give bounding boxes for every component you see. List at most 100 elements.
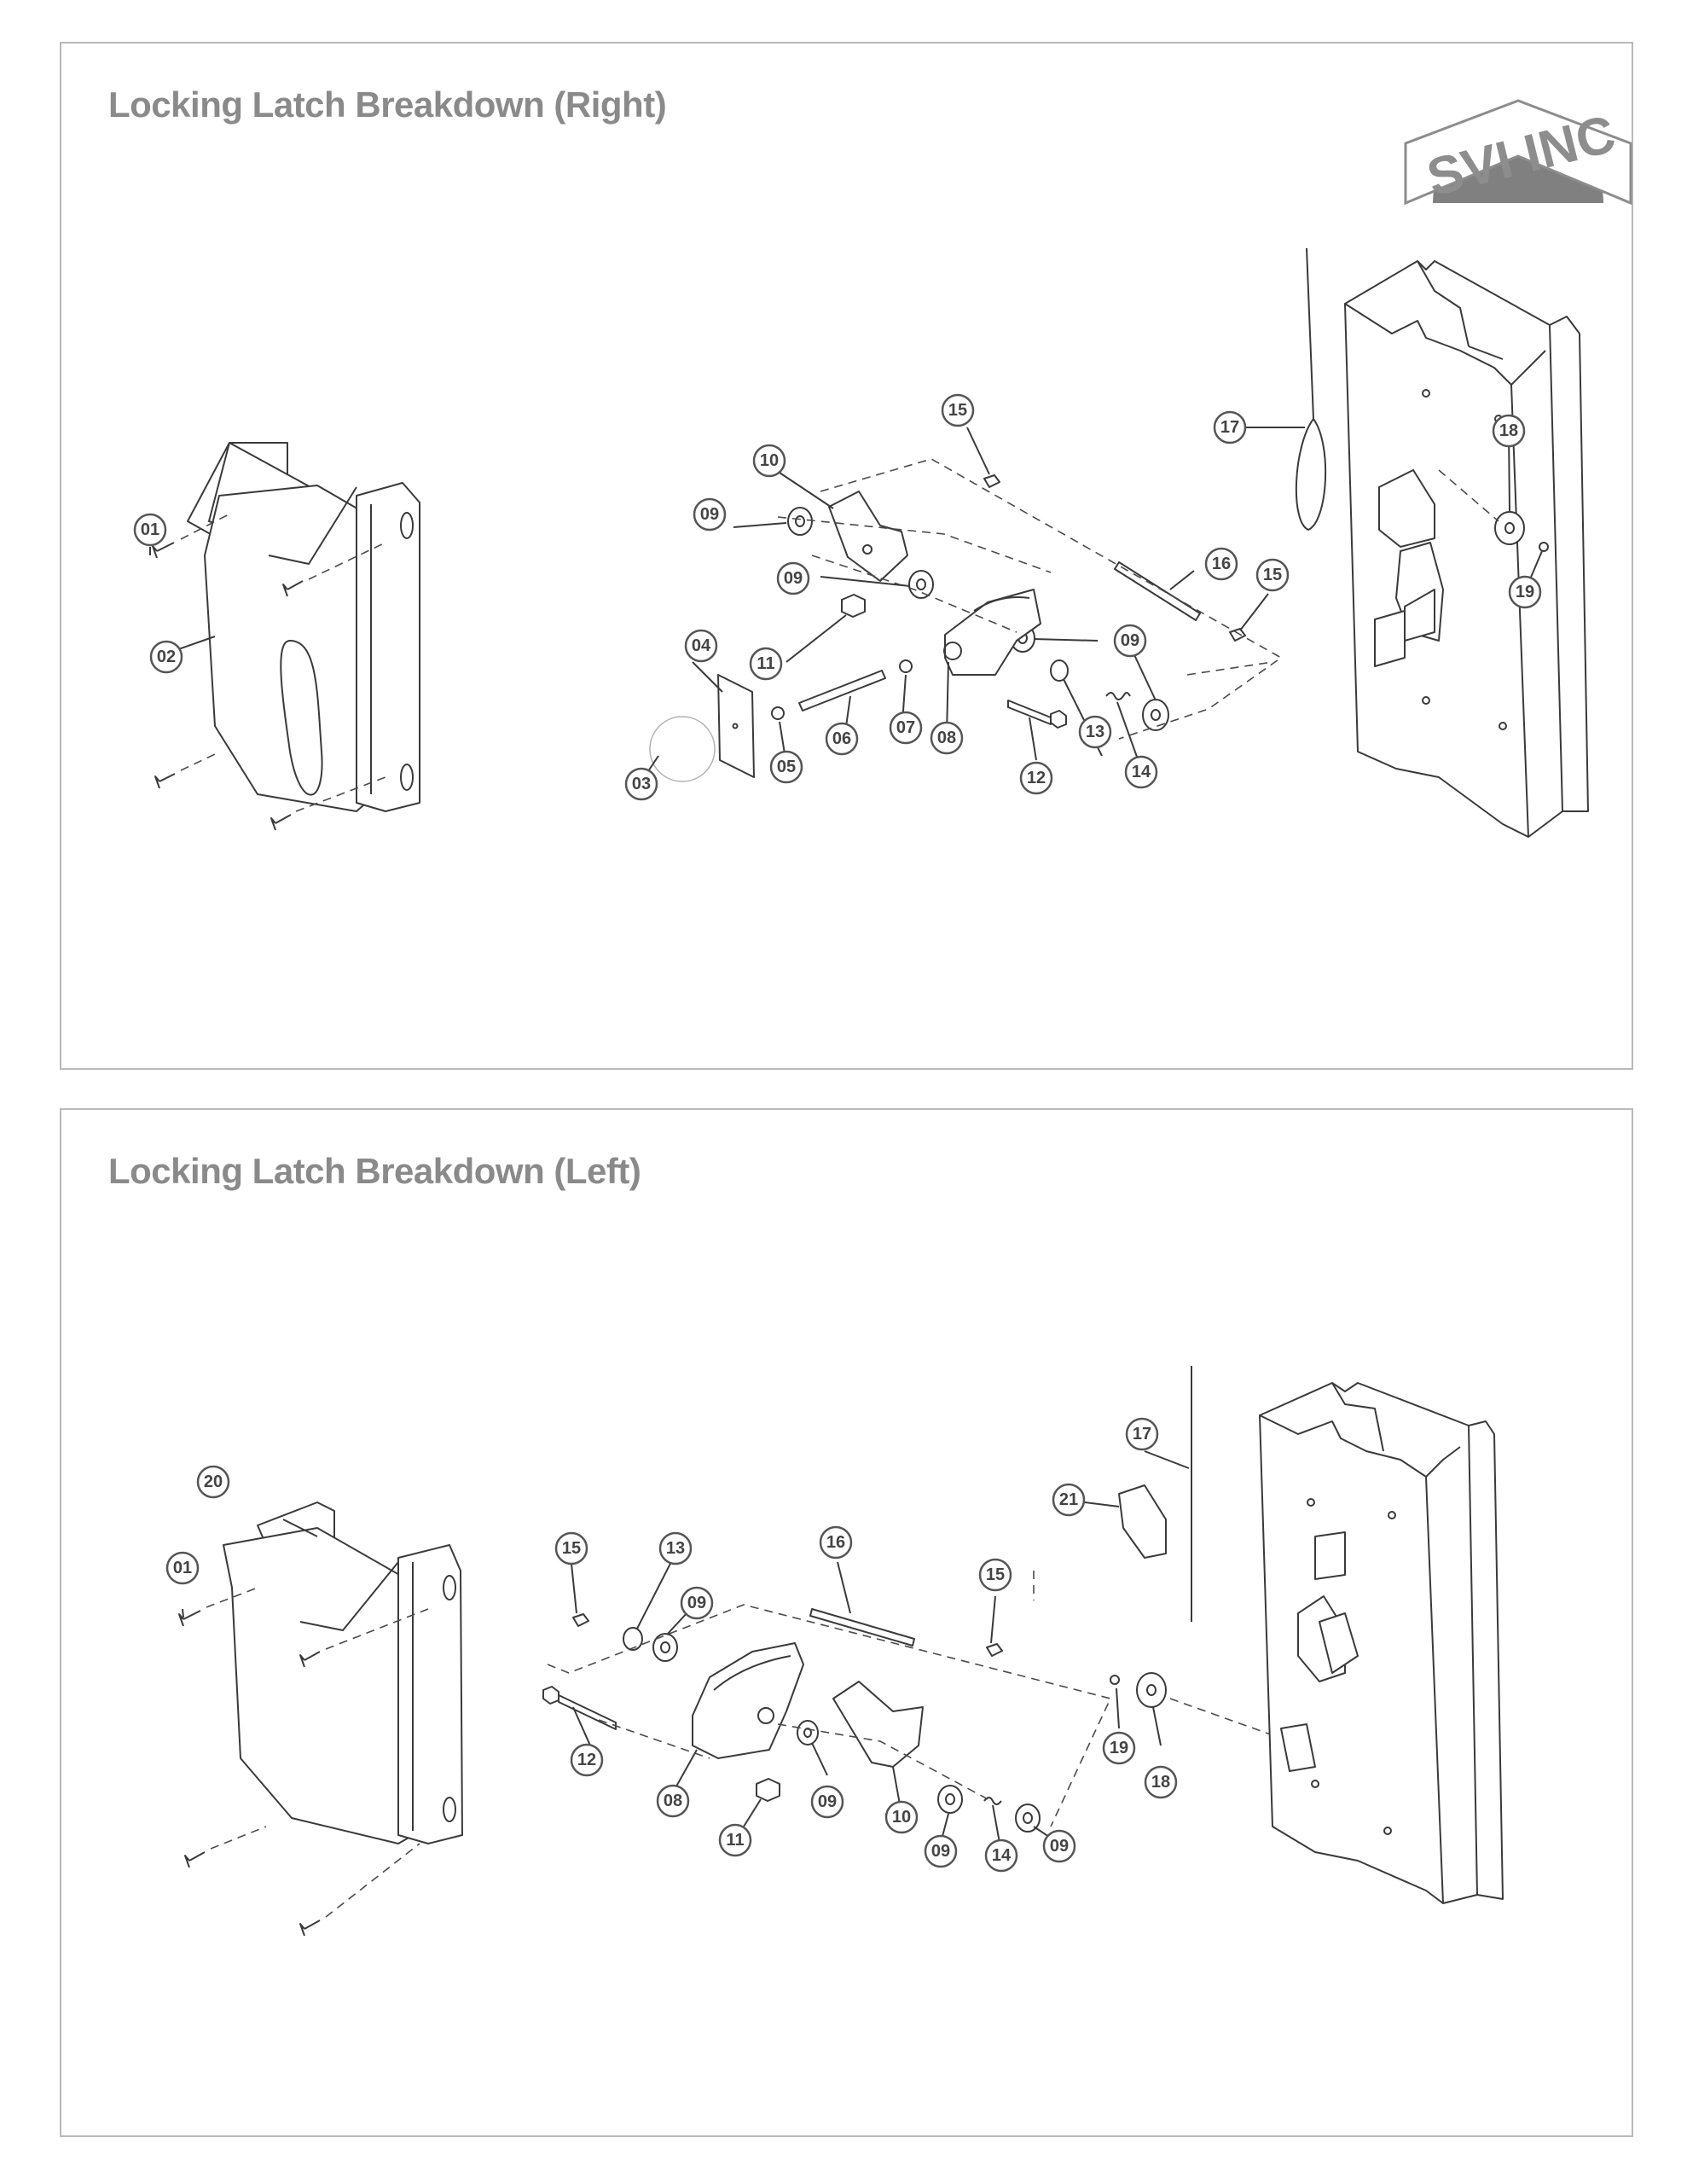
- sector-bracket: [692, 1642, 804, 1759]
- panel-left-breakdown: Locking Latch Breakdown (Left): [60, 1108, 1633, 2137]
- roller: [1494, 511, 1525, 545]
- callout: 15: [941, 393, 975, 427]
- latch-hook: [828, 491, 908, 582]
- svg-text:08: 08: [664, 1792, 682, 1810]
- svg-text:15: 15: [562, 1539, 581, 1558]
- svg-text:15: 15: [948, 401, 967, 420]
- clip: [1110, 1675, 1120, 1685]
- latch-hook: [832, 1681, 924, 1768]
- callout: 09: [924, 1834, 958, 1868]
- panel-title: Locking Latch Breakdown (Left): [108, 1151, 641, 1191]
- cap: [1050, 659, 1069, 682]
- bolt: [1007, 700, 1052, 725]
- callout: 08: [656, 1784, 690, 1818]
- callout: 12: [570, 1743, 604, 1777]
- callout: 15: [978, 1558, 1012, 1592]
- sector-bracket: [944, 589, 1041, 676]
- svg-text:09: 09: [700, 505, 719, 524]
- clip: [1539, 542, 1549, 552]
- svg-text:16: 16: [826, 1533, 845, 1552]
- screws: [152, 512, 386, 831]
- svg-text:09: 09: [818, 1792, 837, 1811]
- bolt: [558, 1694, 617, 1730]
- callout: 12: [1019, 761, 1053, 795]
- callout: 18: [1144, 1765, 1178, 1799]
- callout: 06: [825, 722, 859, 756]
- svg-text:11: 11: [726, 1831, 744, 1850]
- callout: 01: [133, 513, 167, 547]
- callout: 21: [1052, 1483, 1086, 1517]
- callout: 02: [149, 640, 183, 674]
- svg-text:04: 04: [692, 636, 711, 655]
- svg-text:11: 11: [757, 654, 774, 673]
- svg-text:15: 15: [986, 1565, 1005, 1584]
- cable-clamp: [1118, 1484, 1167, 1559]
- callout: 11: [718, 1823, 752, 1857]
- svg-text:05: 05: [777, 758, 796, 776]
- callout: 16: [819, 1525, 853, 1560]
- callout: 09: [680, 1586, 714, 1620]
- callout: 10: [752, 444, 786, 478]
- callout: 18: [1492, 414, 1526, 448]
- callout: 14: [984, 1838, 1018, 1873]
- svg-text:21: 21: [1059, 1490, 1078, 1509]
- svg-text:09: 09: [784, 569, 803, 588]
- svg-text:09: 09: [687, 1594, 706, 1612]
- hex-nut: [841, 594, 866, 618]
- callout: 11: [749, 647, 783, 681]
- svg-text:20: 20: [204, 1472, 223, 1491]
- svg-text:12: 12: [577, 1751, 596, 1769]
- svg-text:19: 19: [1516, 583, 1534, 601]
- callout: 09: [1113, 624, 1147, 658]
- cable: [1306, 247, 1314, 420]
- hex-nut: [756, 1778, 780, 1802]
- post: [1259, 1382, 1504, 1904]
- callout: 04: [684, 629, 718, 663]
- svg-text:13: 13: [1086, 723, 1104, 741]
- svg-text:16: 16: [1212, 555, 1231, 573]
- panel-right-breakdown: Locking Latch Breakdown (Right): [60, 42, 1633, 1070]
- svg-text:18: 18: [1499, 421, 1518, 440]
- svg-text:14: 14: [1132, 763, 1151, 781]
- callout: 01: [165, 1551, 200, 1585]
- svg-text:08: 08: [937, 729, 956, 747]
- svg-text:09: 09: [931, 1842, 950, 1861]
- svg-text:10: 10: [760, 451, 779, 470]
- svg-text:19: 19: [1110, 1739, 1128, 1757]
- svg-text:03: 03: [632, 775, 651, 793]
- panel-title: Locking Latch Breakdown (Right): [108, 84, 667, 125]
- spring: [1105, 692, 1131, 700]
- svg-text:17: 17: [1133, 1425, 1151, 1443]
- callout: 09: [776, 561, 810, 595]
- knob-ball: [649, 716, 716, 782]
- callout: 08: [930, 721, 964, 755]
- callout: 09: [810, 1785, 844, 1819]
- callout: 15: [1255, 558, 1290, 592]
- svg-text:01: 01: [141, 520, 159, 539]
- svg-text:01: 01: [173, 1559, 192, 1577]
- svg-text:13: 13: [666, 1539, 685, 1558]
- callout: 19: [1102, 1731, 1136, 1765]
- callout: 09: [1042, 1829, 1076, 1863]
- callout: 17: [1213, 410, 1247, 444]
- callout: 07: [889, 711, 923, 745]
- svg-text:18: 18: [1151, 1773, 1170, 1792]
- svg-text:12: 12: [1027, 769, 1046, 787]
- cover-plate: [187, 442, 420, 812]
- rod: [798, 670, 886, 712]
- callout: 10: [884, 1800, 919, 1834]
- left-exploded-diagram: 01 08 09 09 09 09 10 11 12 13 14 15 15 1…: [165, 1366, 1504, 1937]
- svg-text:07: 07: [896, 718, 915, 737]
- roller: [1136, 1672, 1167, 1708]
- post: [1344, 260, 1589, 838]
- shaft: [809, 1608, 915, 1647]
- svg-text:17: 17: [1220, 418, 1239, 437]
- svi-logo: SVI INC: [1404, 99, 1632, 208]
- callout: 13: [1078, 715, 1112, 749]
- callout: 19: [1508, 575, 1542, 609]
- callout: 16: [1204, 547, 1238, 581]
- plate: [717, 674, 755, 778]
- svg-text:15: 15: [1263, 566, 1282, 584]
- callout: 17: [1125, 1417, 1159, 1451]
- svg-text:09: 09: [1121, 631, 1139, 650]
